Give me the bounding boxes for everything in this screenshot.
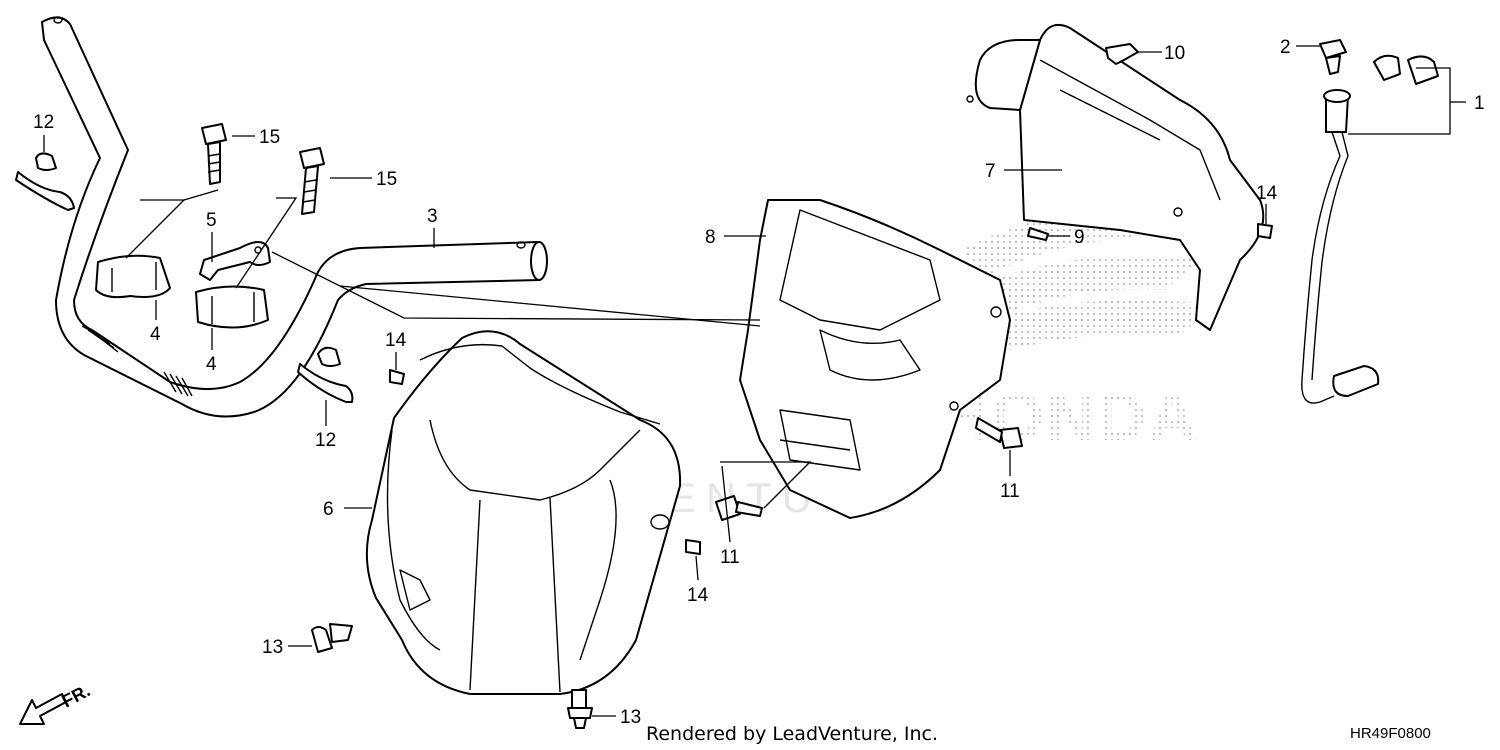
callout-3: 3 bbox=[427, 206, 438, 227]
screw-11-right bbox=[975, 417, 1023, 449]
callout-12-mid: 12 bbox=[315, 430, 336, 451]
callout-14-upper-right: 14 bbox=[1256, 183, 1278, 204]
clip-nut-10 bbox=[1105, 43, 1139, 65]
callout-11-center: 11 bbox=[720, 547, 740, 568]
inner-panel bbox=[739, 199, 1011, 519]
callout-14-left: 14 bbox=[385, 330, 407, 351]
screw-11-center bbox=[715, 495, 763, 521]
diagram-code: HR49F0800 bbox=[1350, 725, 1431, 742]
callout-4-right: 4 bbox=[206, 354, 217, 375]
handlebar-holder-right bbox=[195, 285, 269, 329]
leader-lines bbox=[43, 45, 1466, 717]
bracket-5 bbox=[199, 241, 271, 281]
front-direction-arrow: FR. bbox=[19, 680, 93, 725]
callout-15-upper: 15 bbox=[259, 127, 280, 148]
bolt-14-left bbox=[389, 369, 405, 385]
handlebar-holder-left bbox=[95, 254, 171, 299]
clip-9 bbox=[1027, 227, 1049, 241]
callout-15-lower: 15 bbox=[376, 169, 397, 190]
callout-10: 10 bbox=[1164, 43, 1185, 64]
cable-band-12-mid bbox=[297, 346, 354, 403]
callout-13-bottom: 13 bbox=[620, 707, 641, 728]
ignition-switch-assembly bbox=[1301, 54, 1439, 404]
callout-9: 9 bbox=[1074, 227, 1085, 248]
callout-13-left: 13 bbox=[262, 637, 283, 658]
callout-12-top: 12 bbox=[33, 112, 54, 133]
cable-band-12-top bbox=[15, 152, 75, 211]
front-marker-label: FR. bbox=[58, 680, 93, 711]
callout-4-left: 4 bbox=[150, 324, 161, 345]
upper-cover bbox=[966, 24, 1265, 331]
push-rivet-13-bottom bbox=[567, 689, 593, 729]
callout-5: 5 bbox=[206, 210, 217, 231]
front-cover bbox=[365, 330, 682, 695]
callout-1: 1 bbox=[1474, 93, 1485, 114]
callout-2: 2 bbox=[1280, 37, 1291, 58]
push-rivet-13-left bbox=[311, 623, 353, 653]
bolt-15-left bbox=[201, 123, 227, 185]
bolt-14-upper-right bbox=[1257, 223, 1273, 239]
callout-11-right: 11 bbox=[1000, 481, 1020, 502]
callout-6: 6 bbox=[323, 499, 334, 520]
credit-text: Rendered by LeadVenture, Inc. bbox=[646, 723, 938, 745]
grommet-2 bbox=[1319, 39, 1347, 75]
callout-7: 7 bbox=[985, 161, 996, 182]
callout-14-bottom: 14 bbox=[687, 585, 709, 606]
callout-8: 8 bbox=[705, 227, 716, 248]
bolt-14-bottom bbox=[685, 539, 701, 555]
handlebar bbox=[41, 16, 548, 418]
bolt-15-right bbox=[299, 147, 325, 215]
callout-labels: 1 2 3 4 4 5 6 7 8 9 10 11 11 12 12 13 13… bbox=[33, 37, 1485, 728]
